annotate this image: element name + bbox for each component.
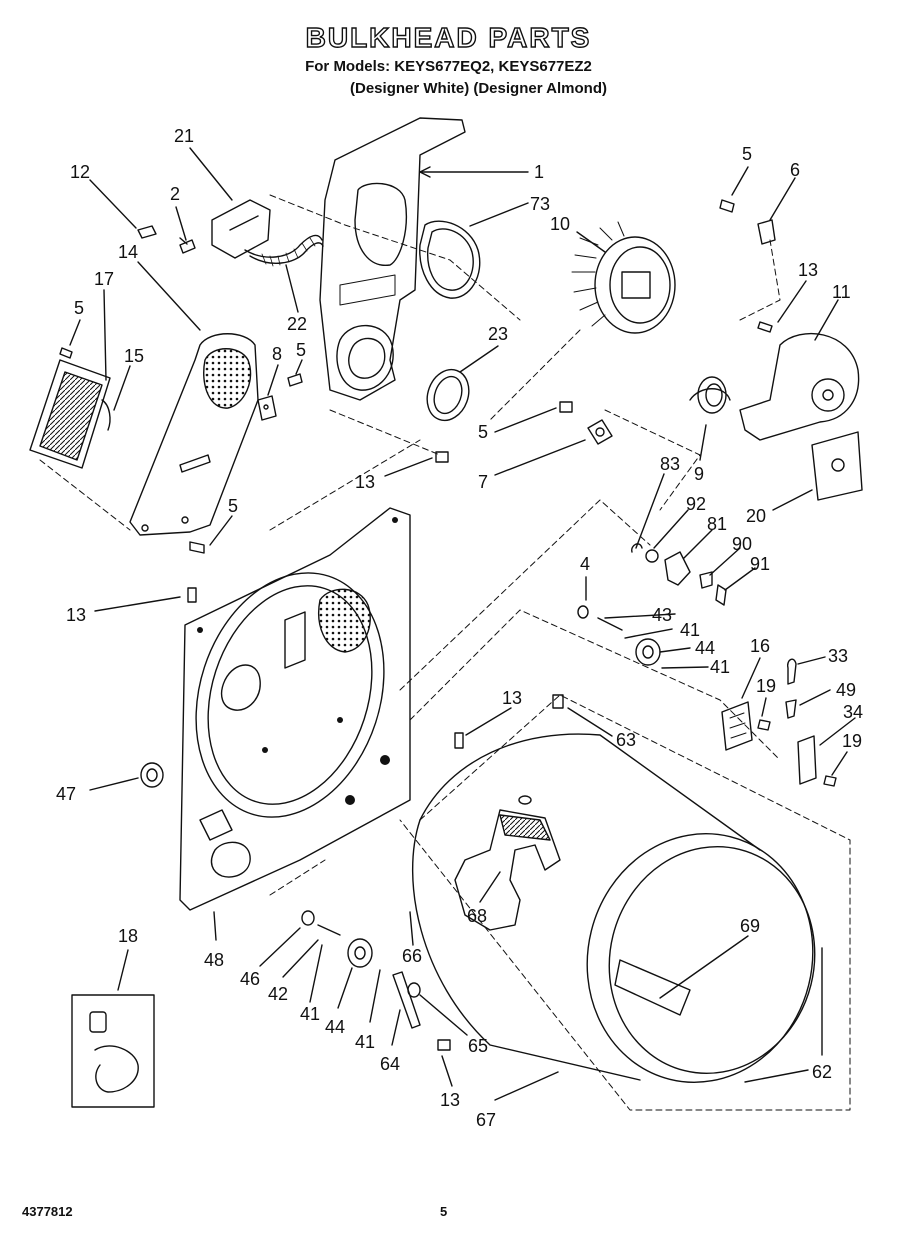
callout: 73: [530, 194, 550, 214]
callout: 6: [790, 160, 800, 180]
callout: 23: [488, 324, 508, 344]
callout: 5: [228, 496, 238, 516]
callout-labels: 1 2 4 5 5 5 5 5 6 7 8 9 10 11 12 13 13 1…: [56, 126, 863, 1130]
callout: 12: [70, 162, 90, 182]
callout: 44: [695, 638, 715, 658]
callout: 41: [680, 620, 700, 640]
thermostat: [587, 419, 613, 445]
callout: 4: [580, 554, 590, 574]
lint-screen: [29, 359, 111, 469]
callout: 62: [812, 1062, 832, 1082]
callout: 69: [740, 916, 760, 936]
callout: 13: [502, 688, 522, 708]
roller-assembly-rear: [577, 605, 661, 666]
kit-box: [71, 994, 155, 1108]
callout: 46: [240, 969, 260, 989]
assembly-lines: [39, 194, 851, 1111]
seal-ring: [419, 220, 481, 299]
callout: 42: [268, 984, 288, 1004]
page-number: 5: [440, 1204, 448, 1219]
switch-bracket: [797, 735, 817, 785]
page-title: BULKHEAD PARTS: [305, 21, 592, 53]
callout: 13: [798, 260, 818, 280]
callout: 65: [468, 1036, 488, 1056]
callout: 13: [66, 605, 86, 625]
callout: 41: [300, 1004, 320, 1024]
callout: 67: [476, 1110, 496, 1130]
models-line: For Models: KEYS677EQ2, KEYS677EZ2: [305, 58, 592, 75]
callout: 34: [843, 702, 863, 722]
callout: 10: [550, 214, 570, 234]
callout: 49: [836, 680, 856, 700]
callout: 19: [842, 731, 862, 751]
callout: 1: [534, 162, 544, 182]
callout: 43: [652, 605, 672, 625]
callout: 21: [174, 126, 194, 146]
label-plate: [811, 431, 863, 501]
callout: 7: [478, 472, 488, 492]
callout: 41: [355, 1032, 375, 1052]
terminal-block: [721, 701, 753, 751]
callout: 14: [118, 242, 138, 262]
callout: 16: [750, 636, 770, 656]
nut: [140, 762, 164, 788]
callout: 5: [742, 144, 752, 164]
leader-arrows: [69, 147, 856, 1101]
callout: 64: [380, 1054, 400, 1074]
callout: 20: [746, 506, 766, 526]
callout: 66: [402, 946, 422, 966]
duct-assembly: [211, 199, 324, 267]
callout: 15: [124, 346, 144, 366]
callout: 22: [287, 314, 307, 334]
clip-and-screw: [137, 225, 196, 254]
callout: 8: [272, 344, 282, 364]
blower-housing: [689, 332, 860, 441]
callout: 9: [694, 464, 704, 484]
callout: 5: [478, 422, 488, 442]
callout: 33: [828, 646, 848, 666]
idler-parts: [631, 543, 727, 606]
callout: 90: [732, 534, 752, 554]
colors-line: (Designer White) (Designer Almond): [350, 80, 607, 97]
callout: 2: [170, 184, 180, 204]
callout: 5: [74, 298, 84, 318]
roller-shaft: [392, 971, 421, 1029]
callout: 44: [325, 1017, 345, 1037]
bracket: [257, 395, 277, 421]
screws: [59, 199, 837, 1051]
drum: [411, 733, 816, 1083]
callout: 47: [56, 784, 76, 804]
callout: 68: [467, 906, 487, 926]
blower-seal: [697, 376, 727, 414]
callout: 48: [204, 950, 224, 970]
callout: 92: [686, 494, 706, 514]
callout: 91: [750, 554, 770, 574]
bulkhead-upper-panel: [319, 117, 466, 401]
callout: 41: [710, 657, 730, 677]
callout: 81: [707, 514, 727, 534]
rear-bulkhead: [179, 507, 411, 911]
blower-wheel: [571, 221, 676, 334]
callout: 13: [440, 1090, 460, 1110]
callout: 18: [118, 926, 138, 946]
ring-seal: [426, 368, 470, 422]
callout: 5: [296, 340, 306, 360]
bulb-and-socket: [785, 658, 797, 719]
callout: 19: [756, 676, 776, 696]
roller-assembly-front: [301, 910, 373, 968]
lint-housing: [129, 333, 259, 536]
callout: 83: [660, 454, 680, 474]
callout: 17: [94, 269, 114, 289]
callout: 11: [832, 282, 851, 302]
callout: 63: [616, 730, 636, 750]
document-number: 4377812: [22, 1204, 73, 1219]
callout: 13: [355, 472, 375, 492]
